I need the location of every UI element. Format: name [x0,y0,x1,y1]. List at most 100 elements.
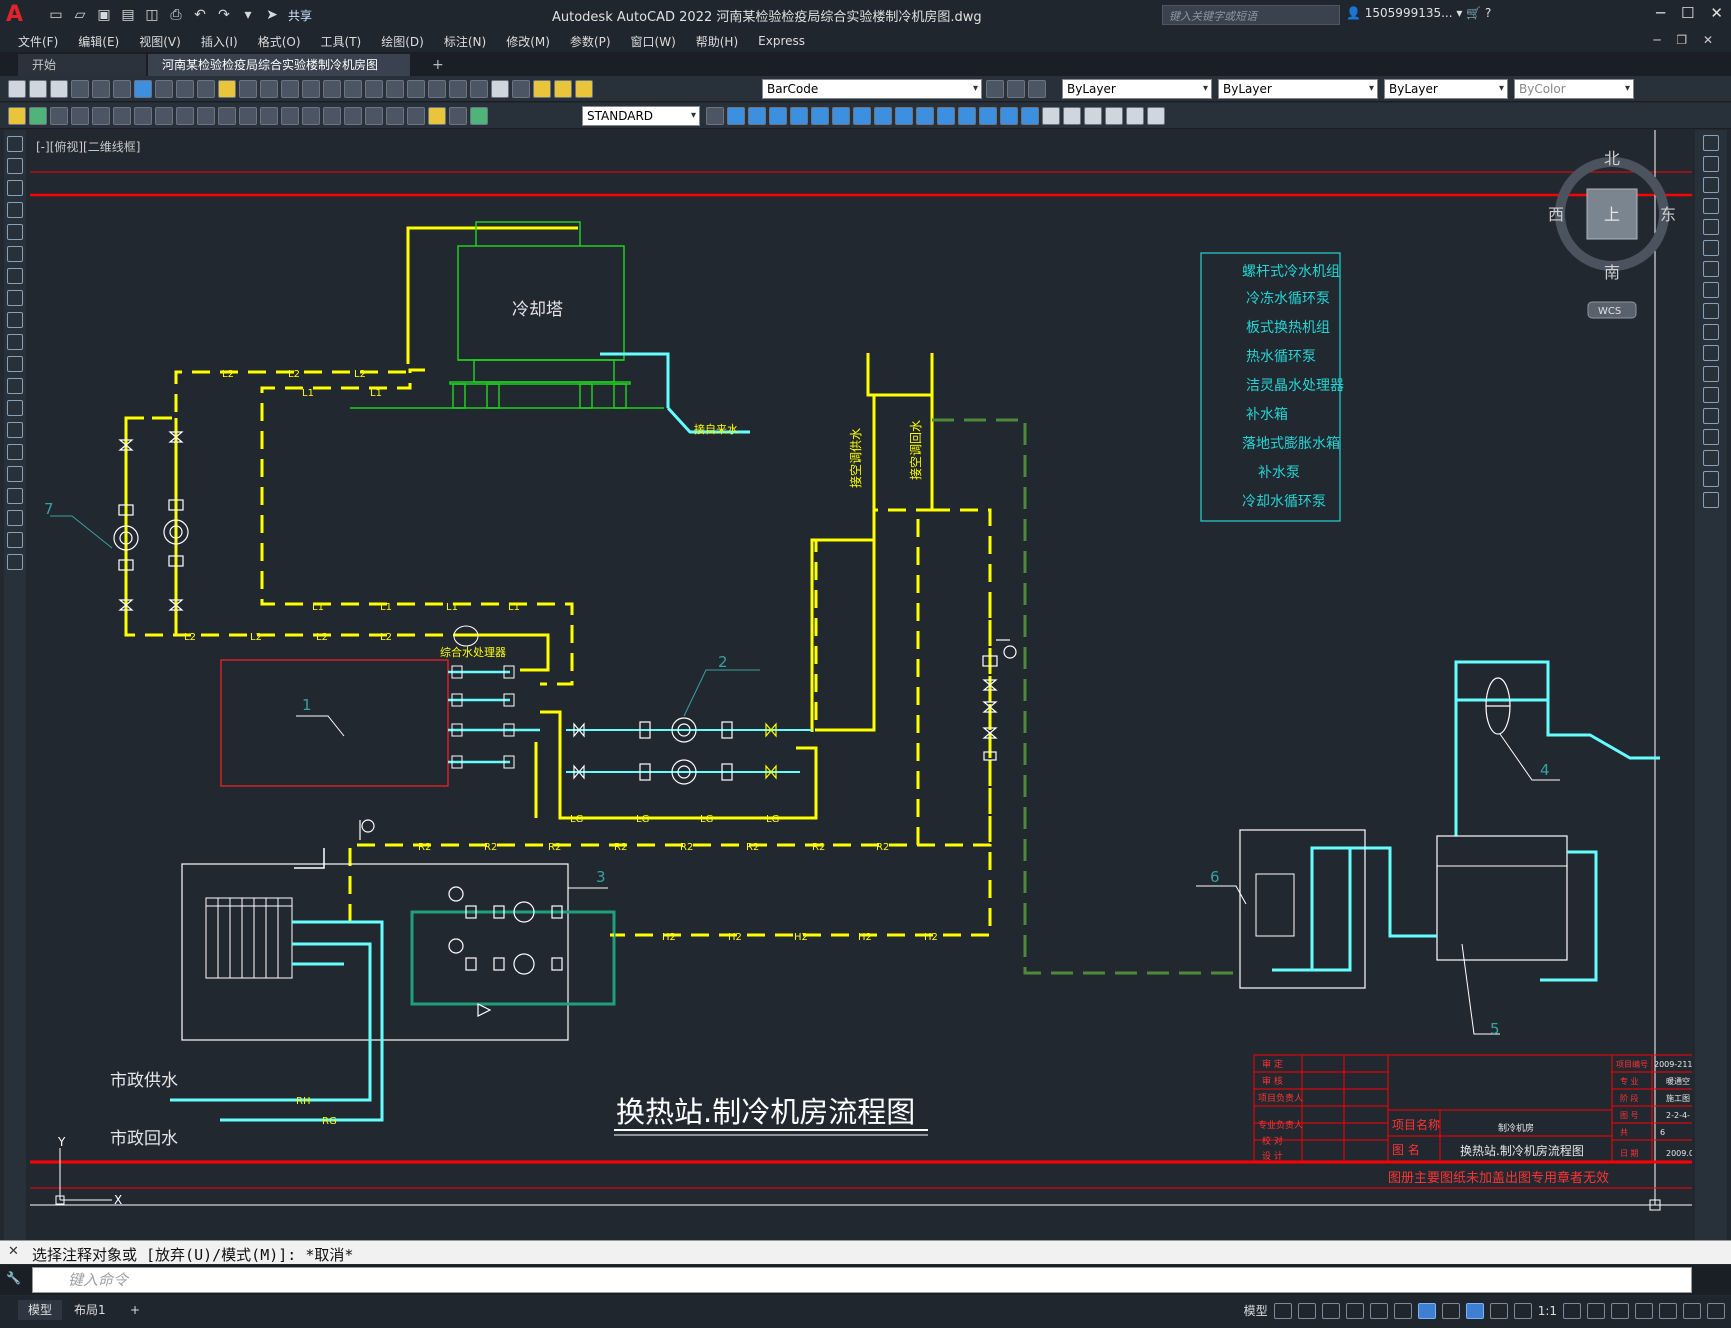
chamfer-icon[interactable] [1000,107,1018,125]
annotation-monitor-icon[interactable] [1587,1302,1605,1319]
block-icon[interactable] [29,107,47,125]
extend-icon[interactable] [937,107,955,125]
cart-icon[interactable]: 🛒 [1466,6,1482,20]
rotate-tool-icon[interactable] [1703,261,1719,277]
grid-icon[interactable] [1273,1302,1292,1319]
menu-help[interactable]: 帮助(H) [695,34,739,49]
menu-modify[interactable]: 修改(M) [506,34,550,49]
rectangle-icon[interactable] [7,224,23,240]
menu-parametric[interactable]: 参数(P) [569,34,611,49]
fillet-icon[interactable] [1021,107,1039,125]
compass-top[interactable]: 上 [1604,205,1620,224]
isodraft-icon[interactable] [1369,1302,1388,1319]
offset-tool-icon[interactable] [1703,198,1719,214]
ortho-icon[interactable] [1321,1302,1340,1319]
copy-object-icon[interactable] [748,107,766,125]
wrench-icon[interactable]: 🔧 [6,1271,21,1285]
rotate-icon[interactable] [853,107,871,125]
publish-icon[interactable] [113,80,131,98]
menu-format[interactable]: 格式(O) [257,34,301,49]
markup-icon[interactable] [449,80,467,98]
revcloud-icon[interactable] [7,290,23,306]
drawing-canvas[interactable]: 冷却塔 接自来水 7 1 [30,130,1696,1238]
region-tool-icon[interactable] [7,488,23,504]
dim-jogged-icon[interactable] [176,107,194,125]
dim-edit-icon[interactable] [428,107,446,125]
menu-file[interactable]: 文件(F) [18,34,59,49]
undo-icon[interactable]: ↶ [194,7,206,23]
plotstyle-dropdown[interactable]: ByColor▾ [1514,79,1634,99]
wcs-button[interactable]: WCS [1598,306,1621,317]
explode-icon[interactable] [1042,107,1060,125]
compass-east[interactable]: 东 [1660,205,1676,224]
fillet-tool-icon[interactable] [1703,450,1719,466]
polyline-icon[interactable] [7,180,23,196]
save-icon[interactable]: ▣ [97,7,111,23]
menu-edit[interactable]: 编辑(E) [78,34,120,49]
center-mark-icon[interactable] [365,107,383,125]
minimize-icon[interactable]: ─ [1655,4,1665,22]
auto-scale-icon[interactable] [1489,1302,1508,1319]
compass-west[interactable]: 西 [1548,205,1564,224]
share-icon[interactable]: ➤ [266,7,278,23]
quick-dim-icon[interactable] [239,107,257,125]
copy-icon[interactable] [176,80,194,98]
model-space-label[interactable]: 模型 [1243,1304,1268,1318]
layer-state-icon[interactable] [1028,80,1046,98]
break-tool-icon[interactable] [1703,387,1719,403]
circle-icon[interactable] [7,268,23,284]
stretch-icon[interactable] [895,107,913,125]
dim-arc-icon[interactable] [113,107,131,125]
compass-south[interactable]: 南 [1604,263,1620,282]
save-icon[interactable] [50,80,68,98]
scale-value[interactable]: 1:1 [1537,1303,1557,1318]
explode-tool-icon[interactable] [1703,492,1719,508]
snap-icon[interactable] [1297,1302,1316,1319]
trim-tool-icon[interactable] [1703,324,1719,340]
scale-tool-icon[interactable] [1703,282,1719,298]
erase-icon[interactable] [727,107,745,125]
undo-tb-icon[interactable] [239,80,257,98]
print-icon[interactable] [71,80,89,98]
break-point-icon[interactable] [1703,366,1719,382]
isolate-icon[interactable] [1659,1302,1677,1319]
mirror-icon[interactable] [769,107,787,125]
blend-icon[interactable] [1703,471,1719,487]
quick-properties-icon[interactable] [1635,1302,1653,1319]
ellipse-icon[interactable] [7,334,23,350]
web-icon[interactable] [134,80,152,98]
add-selected-icon[interactable] [7,554,23,570]
join-icon[interactable] [979,107,997,125]
hatch-icon[interactable] [1126,107,1144,125]
dim-radius-icon[interactable] [155,107,173,125]
dim-aligned-icon[interactable] [92,107,110,125]
menu-insert[interactable]: 插入(I) [200,34,238,49]
inspection-icon[interactable] [386,107,404,125]
cmd-close-icon[interactable]: ✕ [8,1244,19,1259]
menu-tools[interactable]: 工具(T) [320,34,362,49]
help-icon[interactable]: ? [1485,6,1492,20]
viewport-label[interactable]: [-][俯视][二维线框] [36,140,141,154]
menu-window[interactable]: 窗口(W) [630,34,676,49]
zoom-prev-icon[interactable] [344,80,362,98]
join-tool-icon[interactable] [1703,408,1719,424]
open-icon[interactable] [29,80,47,98]
cut-icon[interactable] [155,80,173,98]
chamfer-tool-icon[interactable] [1703,429,1719,445]
layer-dropdown[interactable]: BarCode▾ [762,79,982,99]
zoom-realtime-icon[interactable] [302,80,320,98]
arc-icon[interactable] [7,246,23,262]
layer-on-icon[interactable] [533,80,551,98]
table-icon[interactable] [7,510,23,526]
stretch-tool-icon[interactable] [1703,303,1719,319]
linetype-dropdown[interactable]: ByLayer▾ [1218,79,1378,99]
match-prop-icon[interactable] [218,80,236,98]
doc-window-controls[interactable]: ─ ❐ ✕ [1653,33,1719,47]
line-tool-icon[interactable] [7,136,23,152]
annotate-icon[interactable] [8,107,26,125]
annotation-scale-icon[interactable] [1513,1302,1532,1319]
sheet-set-icon[interactable] [428,80,446,98]
point-tool-icon[interactable] [7,422,23,438]
dim-text-edit-icon[interactable] [449,107,467,125]
new-file-icon[interactable]: ▭ [49,7,63,23]
